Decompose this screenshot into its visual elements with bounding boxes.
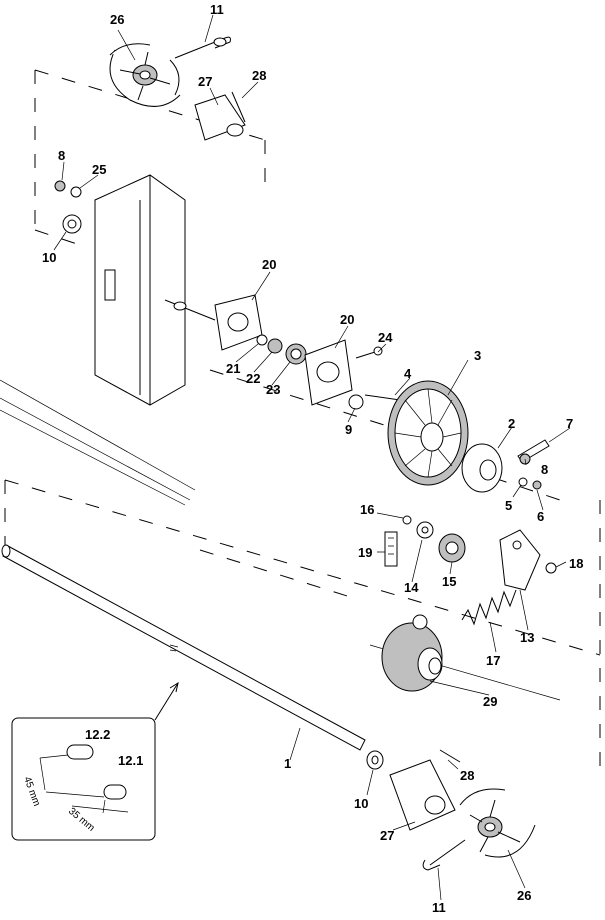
callout-23: 23 (266, 382, 280, 397)
callout-11-top: 11 (210, 2, 224, 17)
part-14-spacer (416, 521, 434, 539)
part-20-flange-a (214, 294, 263, 351)
callout-28-top: 28 (252, 68, 266, 83)
callout-22: 22 (246, 371, 260, 386)
part-19-chain-guide (384, 531, 398, 567)
part-6-nut (532, 480, 542, 490)
part-27-bracket-top (194, 94, 246, 141)
part-22-seal (267, 338, 283, 354)
callout-19: 19 (358, 545, 372, 560)
callout-7: 7 (566, 416, 573, 431)
callout-27-bottom: 27 (380, 828, 394, 843)
part-28-pin-bottom (439, 749, 461, 763)
part-15-idler-sprocket (438, 533, 466, 563)
part-13-tensioner-arm (499, 529, 541, 591)
part-26-reel-hub-top (109, 43, 181, 107)
part-27-bracket-bottom (389, 759, 456, 831)
part-11-lynch-pin-top (174, 36, 231, 59)
part-23-bearing (285, 343, 307, 365)
part-8-nut-top (54, 180, 66, 192)
part-24-bolt (355, 346, 383, 359)
callout-10-bottom: 10 (354, 796, 368, 811)
callout-6: 6 (537, 509, 544, 524)
callout-24: 24 (378, 330, 393, 345)
callout-2: 2 (508, 416, 515, 431)
callout-21: 21 (226, 361, 240, 376)
part-25-washer (70, 186, 82, 198)
callout-14: 14 (404, 580, 419, 595)
callout-10-top: 10 (42, 250, 56, 265)
callout-26-top: 26 (110, 12, 124, 27)
callout-12-2: 12.2 (85, 727, 110, 742)
part-16-washer (402, 515, 412, 525)
callout-8-top: 8 (58, 148, 65, 163)
callout-9: 9 (345, 422, 352, 437)
part-9-washer (348, 394, 364, 410)
part-18-clip (545, 562, 557, 574)
part-10-bushing-top (62, 214, 82, 234)
assembly-outline (0, 69, 601, 780)
part-4-bolt (364, 394, 401, 401)
callout-15: 15 (442, 574, 456, 589)
part-3-sprocket (387, 380, 469, 486)
part-12-1-key-short (103, 784, 127, 800)
callout-29: 29 (483, 694, 497, 709)
callout-28-bottom: 28 (460, 768, 474, 783)
part-17-spring (461, 589, 517, 626)
part-26-reel-hub-bottom (459, 788, 536, 858)
inset-keys-box (11, 681, 179, 841)
callout-20-b: 20 (340, 312, 354, 327)
part-28-pin-top (231, 91, 246, 123)
part-12-2-key-long (66, 744, 94, 760)
frame-plate (94, 174, 216, 406)
callout-12-1: 12.1 (118, 753, 143, 768)
callout-8-right: 8 (541, 462, 548, 477)
callout-20-a: 20 (262, 257, 276, 272)
callout-17: 17 (486, 653, 500, 668)
part-5-washer (518, 477, 528, 487)
callout-13: 13 (520, 630, 534, 645)
part-20-flange-b (304, 339, 353, 406)
callout-18: 18 (569, 556, 583, 571)
part-29-drive-hub (381, 614, 443, 692)
callouts: 26 11 27 28 8 25 10 20 20 24 21 22 23 3 … (21, 2, 583, 915)
callout-5: 5 (505, 498, 512, 513)
callout-26-bottom: 26 (517, 888, 531, 903)
part-1-shaft (1, 544, 366, 751)
part-11-lynch-pin-bottom (422, 839, 466, 871)
part-10-bushing-bottom (366, 750, 384, 770)
callout-1: 1 (284, 756, 291, 771)
part-2-hub (461, 443, 503, 493)
part-21-ring (256, 334, 268, 346)
callout-27-top: 27 (198, 74, 212, 89)
leader-lines (53, 14, 571, 901)
callout-4: 4 (404, 366, 412, 381)
callout-16: 16 (360, 502, 374, 517)
callout-25: 25 (92, 162, 106, 177)
callout-3: 3 (474, 348, 481, 363)
callout-11-bottom: 11 (432, 900, 446, 915)
